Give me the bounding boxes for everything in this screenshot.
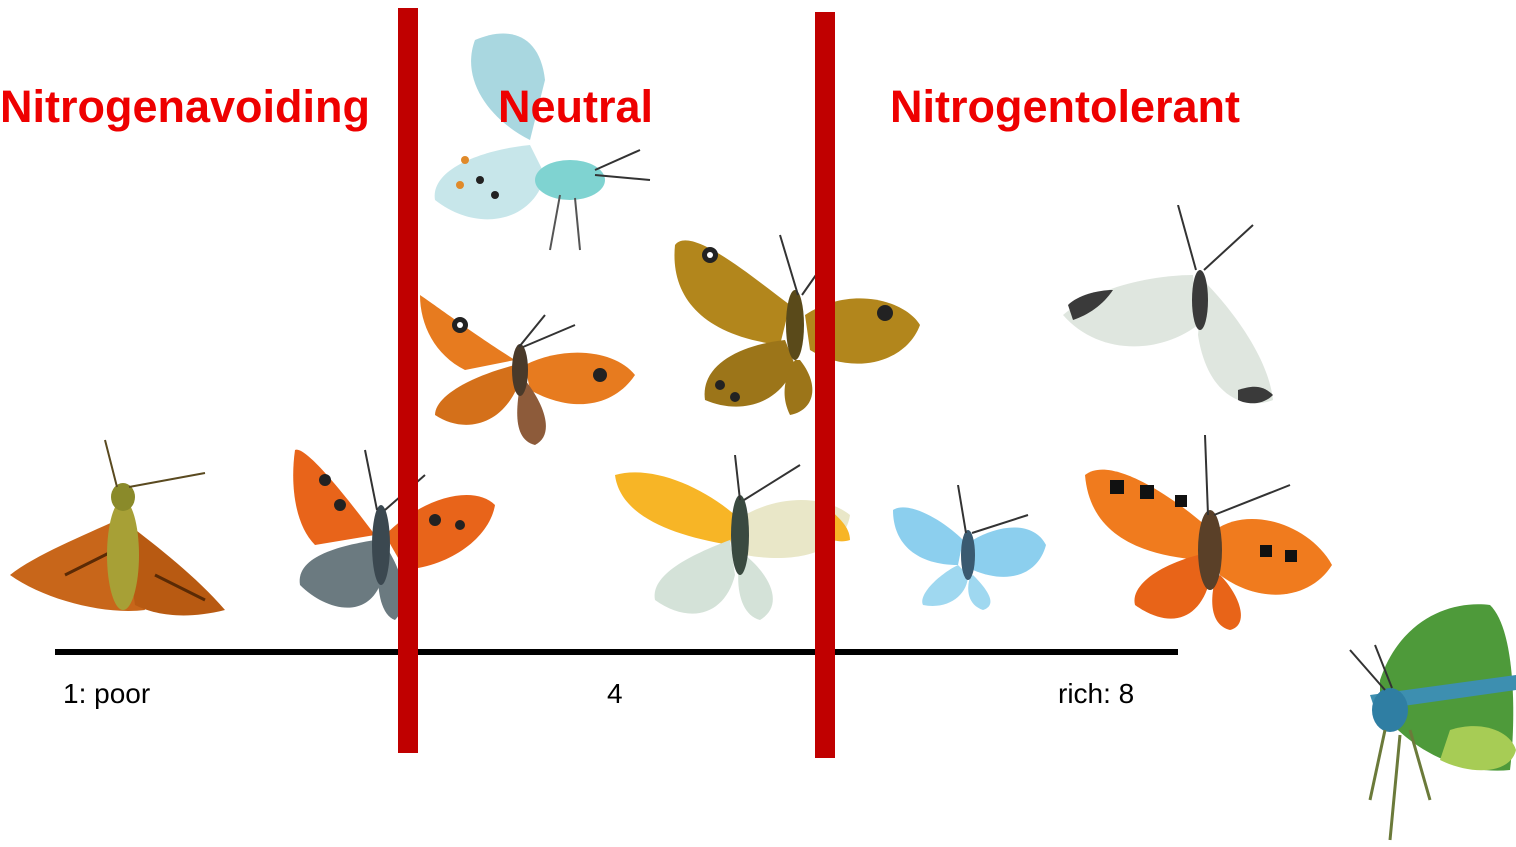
heading-neutral: Neutral — [498, 80, 653, 134]
large-skipper-butterfly-icon — [5, 425, 230, 625]
small-copper-butterfly-icon — [285, 425, 505, 625]
scale-min-label: 1: poor — [63, 676, 150, 712]
common-blue-butterfly-icon — [420, 20, 655, 260]
heading-nitrogen-tolerant: Nitrogentolerant — [890, 80, 1240, 134]
small-tortoiseshell-butterfly-icon — [1080, 435, 1335, 630]
wall-brown-butterfly-icon — [670, 225, 925, 415]
divider-right — [815, 12, 835, 758]
nitrogen-scale-axis — [55, 649, 1178, 655]
heading-nitrogen-avoiding: Nitrogenavoiding — [0, 80, 370, 134]
large-white-butterfly-icon — [1058, 205, 1276, 410]
holly-blue-butterfly-icon — [888, 485, 1048, 610]
scale-mid-label: 4 — [607, 676, 623, 712]
damselfly-icon — [1330, 600, 1516, 847]
divider-left — [398, 8, 418, 753]
scale-max-label: rich: 8 — [1058, 676, 1134, 712]
gatekeeper-butterfly-icon — [415, 285, 640, 450]
